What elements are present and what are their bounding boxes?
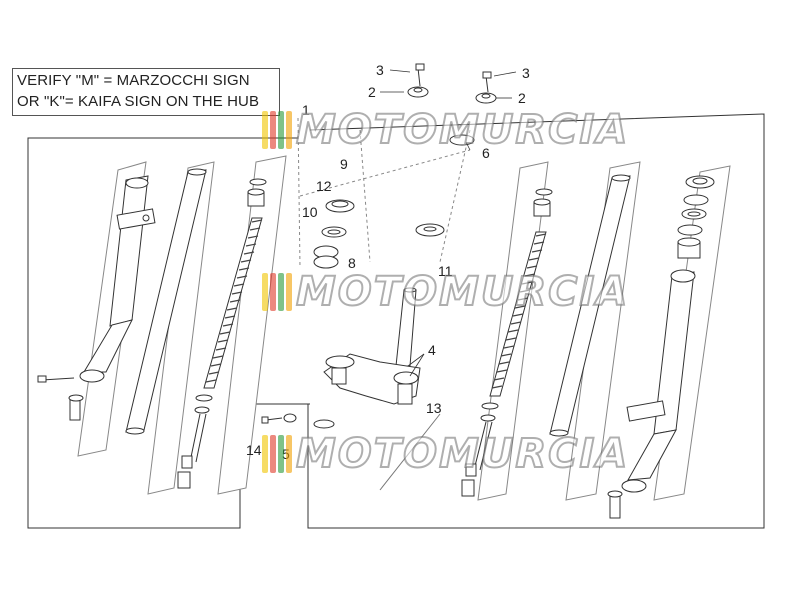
watermark-text: MOTOMURCIA xyxy=(295,431,630,477)
callout-6: 6 xyxy=(482,145,490,161)
callout-3-right: 3 xyxy=(522,65,530,81)
callout-2-right: 2 xyxy=(518,90,526,106)
watermark-text: MOTOMURCIA xyxy=(295,269,630,315)
watermark-bottom: MOTOMURCIA xyxy=(262,431,630,477)
note-line-2: OR "K"= KAIFA SIGN ON THE HUB xyxy=(17,93,260,110)
callout-12: 12 xyxy=(316,178,332,194)
note-box: VERIFY "M" = MARZOCCHI SIGN OR "K"= KAIF… xyxy=(12,68,280,116)
callout-1: 1 xyxy=(302,102,310,118)
note-line-1: VERIFY "M" = MARZOCCHI SIGN xyxy=(17,72,250,89)
callout-5: 5 xyxy=(282,447,290,461)
callout-8: 8 xyxy=(348,255,356,271)
callout-11: 11 xyxy=(438,263,453,279)
callout-13: 13 xyxy=(426,400,442,416)
steering-group xyxy=(261,63,497,491)
callout-9: 9 xyxy=(340,156,348,172)
watermark-flag-icon xyxy=(262,435,292,473)
callout-3-left: 3 xyxy=(376,62,384,78)
callout-4: 4 xyxy=(428,342,436,358)
right-fork-group xyxy=(461,161,731,519)
watermark-text: MOTOMURCIA xyxy=(295,107,630,153)
watermark-flag-icon xyxy=(262,111,292,149)
right-frame xyxy=(307,113,765,529)
watermark-middle: MOTOMURCIA xyxy=(262,269,630,315)
callout-2-left: 2 xyxy=(368,84,376,100)
callout-10: 10 xyxy=(302,204,318,220)
callout-14: 14 xyxy=(246,442,262,458)
watermark-flag-icon xyxy=(262,273,292,311)
watermark-top: MOTOMURCIA xyxy=(262,107,630,153)
left-fork-group xyxy=(37,155,287,495)
